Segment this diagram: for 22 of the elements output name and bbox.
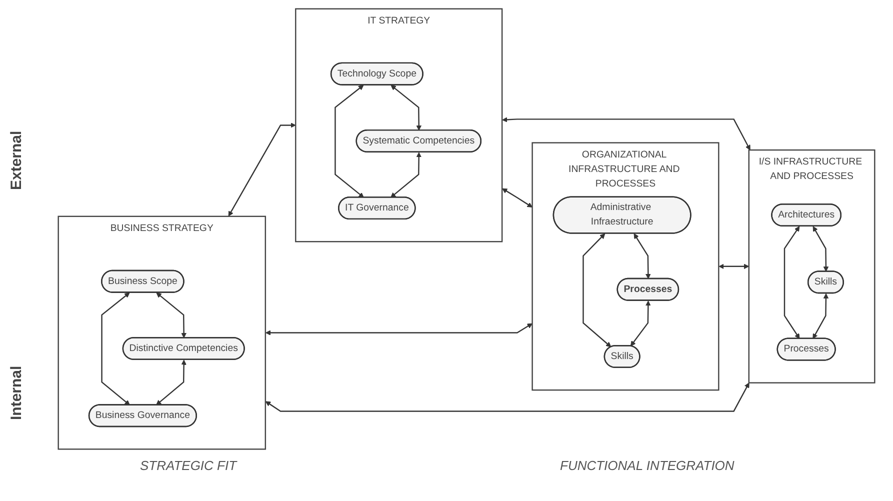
arrow	[156, 360, 186, 406]
note-label: FUNCTIONAL INTEGRATION	[560, 458, 734, 473]
arrow	[784, 226, 800, 339]
arrow	[334, 84, 364, 198]
arrow	[156, 292, 186, 338]
side-label: Internal	[8, 366, 25, 420]
arrow	[812, 293, 829, 339]
arrow	[502, 188, 533, 208]
arrow	[582, 233, 612, 348]
note-label: STRATEGIC FIT	[140, 458, 237, 473]
arrow	[630, 300, 651, 346]
arrow	[390, 84, 422, 131]
arrow	[502, 117, 750, 150]
arrow	[718, 264, 750, 270]
side-label: External	[8, 130, 25, 190]
arrow	[265, 323, 533, 336]
arrow	[101, 292, 130, 406]
arrow	[228, 122, 296, 216]
arrow	[390, 152, 422, 198]
arrow	[265, 382, 750, 412]
arrow	[634, 233, 651, 280]
arrow	[812, 226, 829, 272]
